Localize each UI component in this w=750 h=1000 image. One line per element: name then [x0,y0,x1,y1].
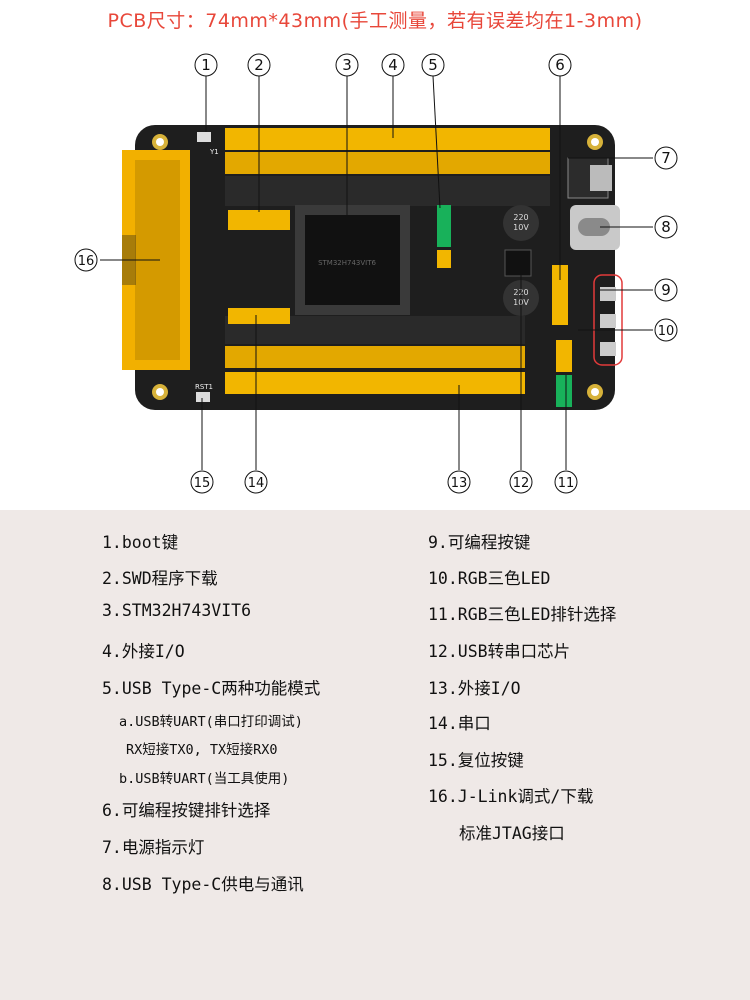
legend-item: 5.USB Type-C两种功能模式 [102,679,321,698]
legend-item: 16.J-Link调式/下载 [428,787,594,806]
legend-subitem: RX短接TX0, TX短接RX0 [126,742,278,758]
reset-button [196,392,210,402]
chip-label: STM32H743VIT6 [318,259,376,267]
svg-text:220: 220 [513,213,528,222]
callout-14: 14 [248,476,265,491]
callout-10: 10 [658,324,675,339]
legend-item: 9.可编程按键 [428,533,531,552]
callout-7: 7 [661,149,671,167]
bottom-header-pins [225,346,525,394]
legend-item: 8.USB Type-C供电与通讯 [102,875,304,894]
boot-button [197,132,211,142]
callout-9: 9 [661,281,671,299]
mcu-chip [295,205,410,315]
board-photo: 220 10V 220 10V [74,53,678,494]
callout-3: 3 [342,56,352,74]
green-jumper [437,205,451,247]
legend-subitem: a.USB转UART(串口打印调试) [119,714,303,730]
callout-1: 1 [201,56,211,74]
legend-item: 7.电源指示灯 [102,838,205,857]
green-jumper-rgb [556,375,572,407]
legend-panel: 1.boot键 2.SWD程序下载 3.STM32H743VIT6 4.外接I/… [0,510,750,1000]
callout-8: 8 [661,218,671,236]
serial-header [228,308,290,324]
callout-6: 6 [555,56,565,74]
legend-item: 11.RGB三色LED排针选择 [428,605,617,624]
top-header-pins [225,128,550,174]
legend-item: 2.SWD程序下载 [102,569,218,588]
callout-markers [74,53,678,494]
button-select-header [552,265,568,325]
callout-2: 2 [254,56,264,74]
legend-subitem: b.USB转UART(当工具使用) [119,771,290,787]
callout-16: 16 [78,254,95,269]
page-title: PCB尺寸：74mm*43mm(手工测量，若有误差均在1-3mm) [107,10,643,32]
legend-item: 15.复位按键 [428,751,524,770]
capacitor-top: 220 10V [503,205,539,241]
callout-11: 11 [558,476,575,491]
legend-item: 3.STM32H743VIT6 [102,601,252,620]
usb-serial-chip [504,249,532,277]
user-buttons-outline [593,274,623,366]
callout-13: 13 [451,476,468,491]
callout-5: 5 [428,56,438,74]
legend-item: 4.外接I/O [102,642,185,661]
legend-item: 1.boot键 [102,533,179,552]
legend-item: 13.外接I/O [428,679,521,698]
svg-text:10V: 10V [513,223,529,232]
legend-item: 6.可编程按键排针选择 [102,801,271,820]
legend-item: 10.RGB三色LED [428,569,551,588]
callout-15: 15 [194,476,211,491]
rst-silkscreen: RST1 [195,383,213,391]
callout-12: 12 [513,476,530,491]
swd-header [228,210,290,230]
legend-item: 12.USB转串口芯片 [428,642,571,661]
y1-silkscreen: Y1 [209,148,219,156]
legend-item: 14.串口 [428,714,491,733]
legend-item: 标准JTAG接口 [459,824,565,843]
callout-4: 4 [388,56,398,74]
